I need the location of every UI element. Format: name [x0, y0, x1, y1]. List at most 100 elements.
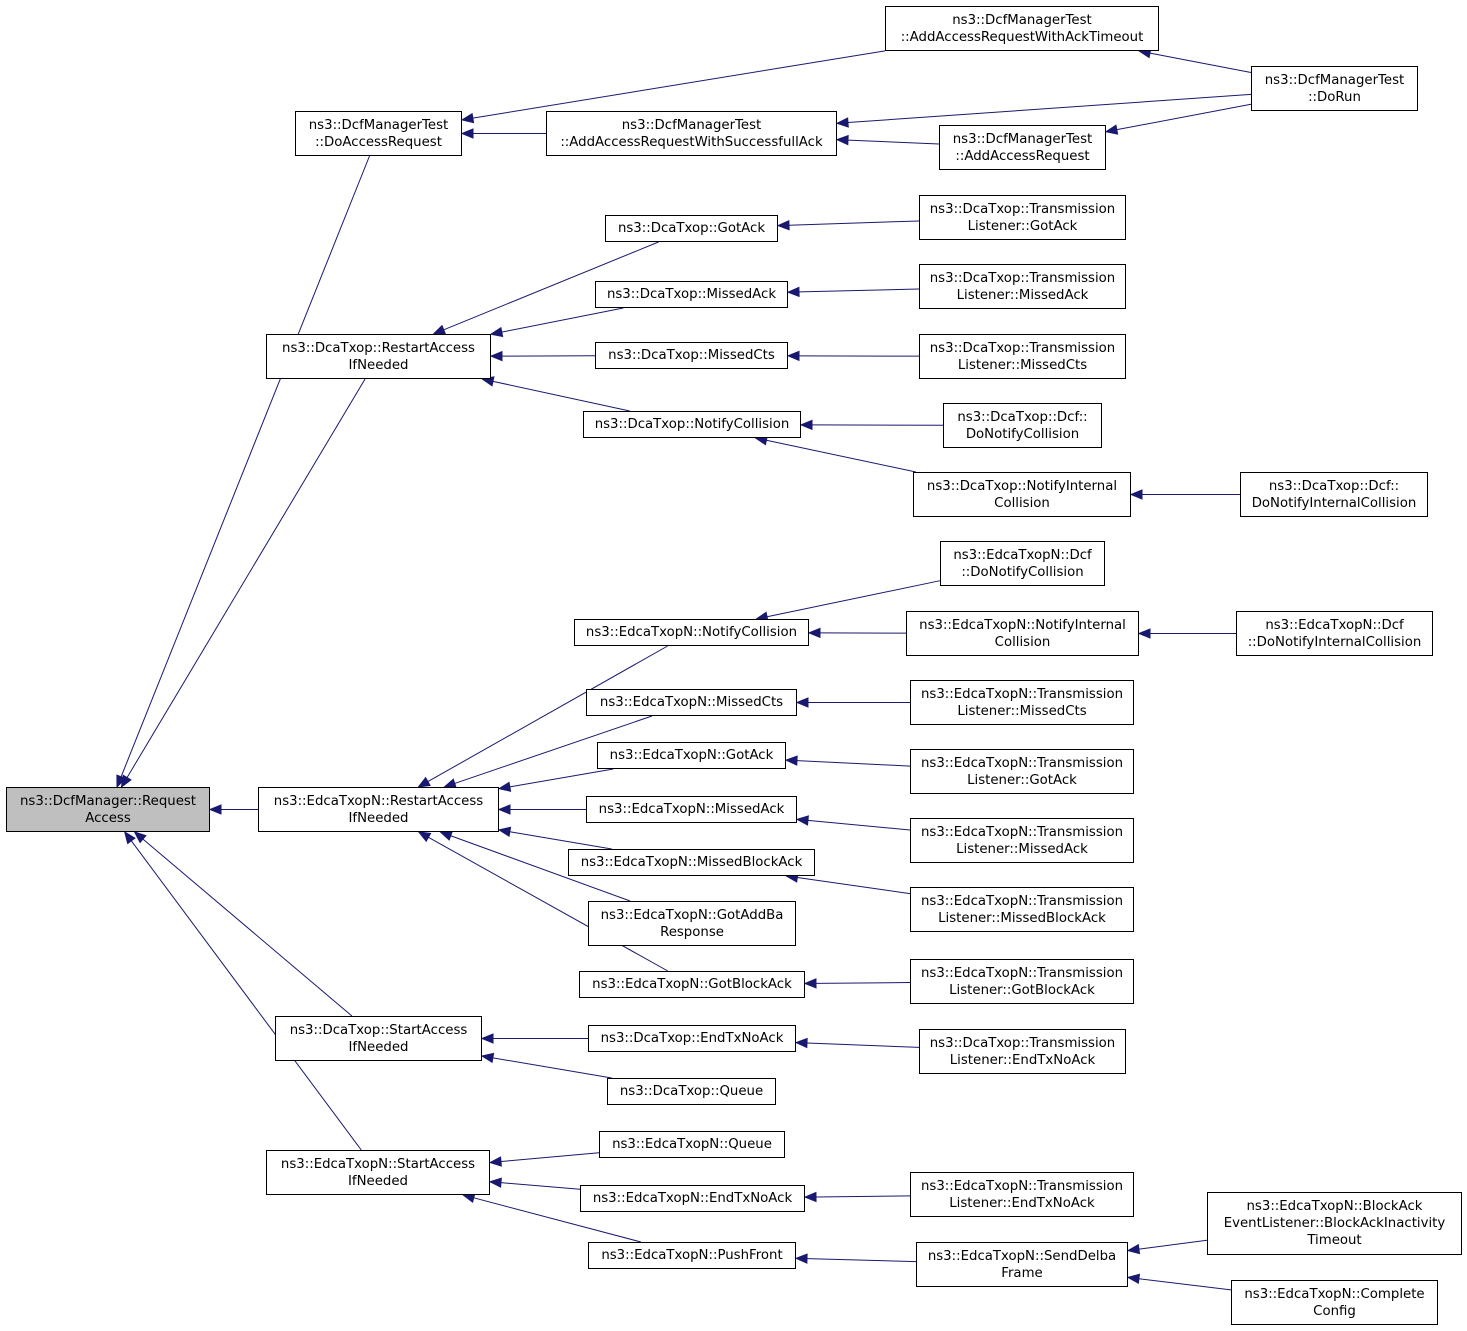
node-label: ns3::EdcaTxopN::Transmission — [920, 893, 1124, 909]
edge-arrowhead — [488, 1177, 502, 1188]
node-label: ns3::EdcaTxopN::Transmission — [920, 755, 1124, 771]
edge-arrowhead — [807, 627, 821, 639]
node-dca-notify-collision[interactable]: ns3::DcaTxop::NotifyCollision — [583, 411, 801, 438]
node-edca-missed-ack[interactable]: ns3::EdcaTxopN::MissedAck — [586, 796, 797, 823]
edge-dca-queue-to-dca-start — [492, 1057, 612, 1079]
node-edca-tl-end-tx-no-ack[interactable]: ns3::EdcaTxopN::Transmission Listener::E… — [910, 1172, 1134, 1217]
node-label: Frame — [1001, 1265, 1043, 1281]
node-edca-notify-internal-collision[interactable]: ns3::EdcaTxopN::NotifyInternal Collision — [906, 611, 1139, 656]
node-label: Listener::MissedAck — [956, 841, 1088, 857]
edge-arrowhead — [497, 781, 512, 792]
node-edca-block-ack-inactivity-timeout[interactable]: ns3::EdcaTxopN::BlockAck EventListener::… — [1207, 1192, 1462, 1255]
edge-arrowhead — [776, 220, 790, 231]
node-dca-tl-missed-ack[interactable]: ns3::DcaTxop::Transmission Listener::Mis… — [919, 264, 1126, 309]
node-label: ns3::EdcaTxopN::EndTxNoAck — [592, 1191, 793, 1206]
node-add-access-request[interactable]: ns3::DcfManagerTest ::AddAccessRequest — [939, 125, 1106, 170]
node-edca-complete-config[interactable]: ns3::EdcaTxopN::Complete Config — [1231, 1280, 1438, 1325]
node-label: ns3::DcaTxop::MissedAck — [606, 287, 777, 302]
node-label: ns3::DcaTxop::GotAck — [617, 221, 766, 236]
edge-arrowhead — [1137, 628, 1151, 639]
node-dca-dcf-do-notify-collision[interactable]: ns3::DcaTxop::Dcf:: DoNotifyCollision — [943, 403, 1102, 448]
node-edca-send-delba-frame[interactable]: ns3::EdcaTxopN::SendDelba Frame — [916, 1242, 1128, 1287]
node-edca-queue[interactable]: ns3::EdcaTxopN::Queue — [599, 1131, 785, 1158]
edge-edca-got-block-ack-to-edca-restart — [428, 836, 669, 972]
edge-add-access-request-to-add-req-successful-ack — [847, 139, 940, 145]
node-dca-restart-access[interactable]: ns3::DcaTxop::RestartAccess IfNeeded — [266, 334, 491, 379]
edge-dca-tl-end-tx-no-ack-to-dca-end-tx-no-ack — [806, 1042, 920, 1048]
edge-dca-tl-missed-ack-to-dca-missed-ack — [798, 288, 920, 293]
node-label: Listener::MissedCts — [957, 703, 1087, 719]
node-label: DoNotifyCollision — [965, 426, 1080, 442]
edge-arrowhead — [1126, 1273, 1141, 1284]
edge-edca-notify-collision-to-edca-restart — [427, 645, 668, 783]
node-add-request-successful-ack[interactable]: ns3::DcfManagerTest ::AddAccessRequestWi… — [546, 111, 837, 156]
edge-arrowhead — [432, 324, 447, 335]
node-dcf-do-access-request[interactable]: ns3::DcfManagerTest ::DoAccessRequest — [295, 111, 462, 156]
node-edca-tl-got-ack[interactable]: ns3::EdcaTxopN::Transmission Listener::G… — [910, 749, 1134, 794]
edge-arrowhead — [480, 1052, 495, 1064]
node-edca-got-block-ack[interactable]: ns3::EdcaTxopN::GotBlockAck — [579, 971, 805, 998]
node-label: ns3::EdcaTxopN::MissedAck — [598, 802, 785, 817]
edge-arrowhead — [488, 1156, 502, 1167]
edge-do-run-to-add-req-ack-timeout — [1149, 52, 1252, 73]
node-edca-got-add-ba-response[interactable]: ns3::EdcaTxopN::GotAddBa Response — [588, 901, 796, 946]
node-edca-dcf-do-notify-internal-collision[interactable]: ns3::EdcaTxopN::Dcf ::DoNotifyInternalCo… — [1236, 611, 1433, 656]
node-label: ns3::DcfManagerTest — [621, 117, 762, 133]
node-label: ns3::EdcaTxopN::GotAck — [609, 748, 774, 763]
node-edca-tl-missed-cts[interactable]: ns3::EdcaTxopN::Transmission Listener::M… — [910, 680, 1134, 725]
node-dca-missed-cts[interactable]: ns3::DcaTxop::MissedCts — [595, 342, 788, 369]
node-label: ns3::EdcaTxopN::NotifyCollision — [585, 625, 798, 640]
node-dca-tl-end-tx-no-ack[interactable]: ns3::DcaTxop::Transmission Listener::End… — [919, 1029, 1126, 1074]
node-edca-tl-missed-block-ack[interactable]: ns3::EdcaTxopN::Transmission Listener::M… — [910, 887, 1134, 932]
node-edca-missed-block-ack[interactable]: ns3::EdcaTxopN::MissedBlockAck — [568, 849, 815, 876]
node-dca-tl-got-ack[interactable]: ns3::DcaTxop::Transmission Listener::Got… — [919, 195, 1126, 240]
node-edca-tl-missed-ack[interactable]: ns3::EdcaTxopN::Transmission Listener::M… — [910, 818, 1134, 863]
node-label: ns3::EdcaTxopN::StartAccess — [280, 1156, 476, 1172]
node-label: Timeout — [1307, 1233, 1362, 1248]
node-label: ns3::EdcaTxopN::SendDelba — [927, 1248, 1117, 1264]
edge-arrowhead — [786, 350, 800, 362]
edge-dca-missed-ack-to-dca-restart — [501, 307, 624, 333]
node-edca-missed-cts[interactable]: ns3::EdcaTxopN::MissedCts — [586, 689, 797, 716]
node-dca-tl-missed-cts[interactable]: ns3::DcaTxop::Transmission Listener::Mis… — [919, 334, 1126, 379]
edge-arrowhead — [120, 774, 132, 789]
node-edca-tl-got-block-ack[interactable]: ns3::EdcaTxopN::Transmission Listener::G… — [910, 959, 1134, 1004]
node-dca-end-tx-no-ack[interactable]: ns3::DcaTxop::EndTxNoAck — [588, 1025, 796, 1052]
node-edca-start-access[interactable]: ns3::EdcaTxopN::StartAccess IfNeeded — [266, 1150, 490, 1195]
node-do-run[interactable]: ns3::DcfManagerTest ::DoRun — [1251, 66, 1418, 111]
edge-arrowhead — [1129, 489, 1143, 500]
node-label: ns3::EdcaTxopN::Transmission — [920, 1178, 1124, 1194]
node-label: Listener::MissedCts — [957, 357, 1088, 373]
node-edca-dcf-do-notify-collision[interactable]: ns3::EdcaTxopN::Dcf ::DoNotifyCollision — [940, 541, 1105, 586]
node-label: ns3::EdcaTxopN::GotAddBa — [600, 907, 784, 923]
edge-arrowhead — [786, 286, 800, 298]
node-edca-notify-collision[interactable]: ns3::EdcaTxopN::NotifyCollision — [574, 619, 809, 646]
node-label: ns3::DcaTxop::Transmission — [929, 201, 1116, 217]
node-edca-push-front[interactable]: ns3::EdcaTxopN::PushFront — [588, 1242, 796, 1269]
node-label: ::DoAccessRequest — [315, 134, 442, 150]
node-edca-restart-access[interactable]: ns3::EdcaTxopN::RestartAccess IfNeeded — [258, 787, 499, 832]
node-label: Collision — [994, 495, 1050, 511]
node-dca-start-access[interactable]: ns3::DcaTxop::StartAccess IfNeeded — [275, 1016, 482, 1061]
node-request-access[interactable]: ns3::DcfManager::Request Access — [6, 787, 210, 832]
node-dca-dcf-do-notify-internal-collision[interactable]: ns3::DcaTxop::Dcf:: DoNotifyInternalColl… — [1240, 472, 1428, 517]
edge-arrowhead — [1126, 1243, 1141, 1255]
edge-arrowhead — [803, 978, 817, 989]
node-dca-notify-internal-collision[interactable]: ns3::DcaTxop::NotifyInternal Collision — [913, 472, 1131, 517]
node-edca-end-tx-no-ack[interactable]: ns3::EdcaTxopN::EndTxNoAck — [580, 1185, 805, 1212]
node-dca-queue[interactable]: ns3::DcaTxop::Queue — [607, 1078, 776, 1105]
edge-do-run-to-add-req-successful-ack — [847, 93, 1252, 124]
node-dca-got-ack[interactable]: ns3::DcaTxop::GotAck — [605, 215, 778, 242]
node-label: EventListener::BlockAckInactivity — [1223, 1216, 1446, 1231]
node-label: IfNeeded — [348, 1173, 408, 1189]
node-dca-missed-ack[interactable]: ns3::DcaTxop::MissedAck — [595, 281, 788, 308]
node-add-request-ack-timeout[interactable]: ns3::DcfManagerTest ::AddAccessRequestWi… — [885, 6, 1159, 51]
edge-edca-send-delba-frame-to-edca-push-front — [806, 1258, 917, 1263]
edge-edca-dcf-do-notify-collision-to-edca-notify-collision — [766, 580, 941, 618]
edge-edca-block-ack-inactivity-to-edca-send-delba-frame — [1138, 1239, 1208, 1250]
node-label: ns3::EdcaTxopN::Transmission — [920, 686, 1124, 702]
node-edca-got-ack[interactable]: ns3::EdcaTxopN::GotAck — [597, 742, 786, 769]
node-label: ns3::EdcaTxopN::BlockAck — [1246, 1199, 1423, 1214]
edge-edca-push-front-to-edca-start — [473, 1197, 642, 1243]
